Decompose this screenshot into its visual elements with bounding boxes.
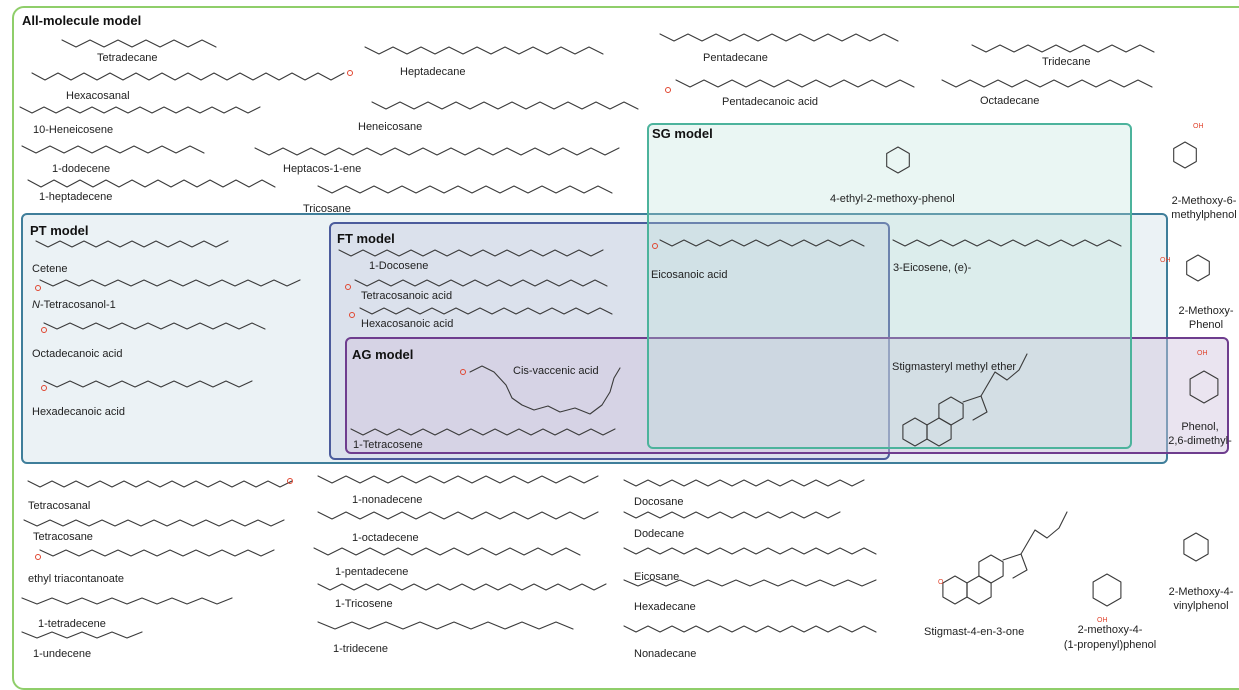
label-1-pentadecene: 1-pentadecene xyxy=(335,566,409,578)
label-tetracosanoic-acid: Tetracosanoic acid xyxy=(361,290,453,302)
label-hexadecanoic-acid: Hexadecanoic acid xyxy=(32,406,125,418)
label-1-heptadecene: 1-heptadecene xyxy=(39,191,113,203)
label-eicosanoic-acid: Eicosanoic acid xyxy=(651,269,728,281)
label-tetracosanol-rest: -Tetracosanol-1 xyxy=(39,299,116,311)
label-heptadecane: Heptadecane xyxy=(400,66,466,78)
ft-model-title: FT model xyxy=(337,231,395,246)
label-pentadecane: Pentadecane xyxy=(703,52,768,64)
label-stigmast-4-en-3-one: Stigmast-4-en-3-one xyxy=(924,626,1025,638)
ag-model-title: AG model xyxy=(352,347,414,362)
label-n-tetracosanol-1: N-Tetracosanol-1 xyxy=(32,299,116,312)
label-2-methoxy-4-vinylphenol-line1: 2-Methoxy-4- xyxy=(1168,586,1234,598)
label-2-methoxy-6-methylphenol-line2: methylphenol xyxy=(1171,209,1237,221)
label-tetracosane: Tetracosane xyxy=(33,531,93,543)
label-1-octadecene: 1-octadecene xyxy=(352,532,419,544)
label-docosane: Docosane xyxy=(634,496,684,508)
sg-model-title: SG model xyxy=(652,126,713,141)
label-cetene: Cetene xyxy=(32,263,68,275)
label-heptacosene: Heptacos-1-ene xyxy=(283,163,362,175)
label-ethyl-triacontanoate: ethyl triacontanoate xyxy=(28,573,125,585)
label-2-6-dimethylphenol-line1: Phenol, xyxy=(1181,421,1219,433)
label-1-tridecene: 1-tridecene xyxy=(333,643,389,655)
label-tricosane: Tricosane xyxy=(303,203,351,215)
label-stigmasteryl-methyl-ether: Stigmasteryl methyl ether xyxy=(892,361,1017,373)
pt-model-title: PT model xyxy=(30,223,89,238)
label-hexacosanal: Hexacosanal xyxy=(66,90,130,102)
label-2-methoxy-4-vinylphenol-line2: vinylphenol xyxy=(1173,600,1229,612)
label-2-6-dimethylphenol-line2: 2,6-dimethyl- xyxy=(1168,435,1232,447)
all-model-title: All-molecule model xyxy=(22,13,142,28)
label-1-tetradecene: 1-tetradecene xyxy=(38,618,106,630)
label-2-methoxy-6-methylphenol-line1: 2-Methoxy-6- xyxy=(1171,195,1237,207)
label-2-methoxy-phenol-line2: Phenol xyxy=(1188,319,1224,331)
label-n-italic: N xyxy=(32,299,40,311)
label-1-dodecene: 1-dodecene xyxy=(52,163,111,175)
label-cis-vaccenic-acid: Cis-vaccenic acid xyxy=(513,365,599,377)
label-4-ethyl-2-methoxy-phenol: 4-ethyl-2-methoxy-phenol xyxy=(830,193,955,205)
label-dodecane: Dodecane xyxy=(634,528,685,540)
label-1-tricosene: 1-Tricosene xyxy=(335,598,393,610)
label-methoxy-propenyl-phenol-line1: 2-methoxy-4- xyxy=(1077,624,1143,636)
label-octadecanoic-acid: Octadecanoic acid xyxy=(32,348,123,360)
label-tetradecane: Tetradecane xyxy=(97,52,158,64)
label-10-heneicosene: 10-Heneicosene xyxy=(33,124,114,136)
ft-model-box xyxy=(329,222,890,460)
label-eicosane: Eicosane xyxy=(634,571,680,583)
label-2-methoxy-phenol-line1: 2-Methoxy- xyxy=(1178,305,1234,317)
label-3-eicosene: 3-Eicosene, (e)- xyxy=(893,262,972,274)
label-tetracosanal: Tetracosanal xyxy=(28,500,91,512)
label-heneicosane: Heneicosane xyxy=(358,121,423,133)
label-tridecane: Tridecane xyxy=(1042,56,1091,68)
label-octadecane: Octadecane xyxy=(980,95,1040,107)
sg-model-box xyxy=(647,123,1132,449)
label-1-undecene: 1-undecene xyxy=(33,648,92,660)
label-methoxy-propenyl-phenol-line2: (1-propenyl)phenol xyxy=(1063,639,1157,651)
label-1-docosene: 1-Docosene xyxy=(369,260,429,272)
label-hexadecane: Hexadecane xyxy=(634,601,696,613)
label-1-nonadecene: 1-nonadecene xyxy=(352,494,423,506)
label-nonadecane: Nonadecane xyxy=(634,648,697,660)
label-1-tetracosene: 1-Tetracosene xyxy=(353,439,423,451)
label-hexacosanoic-acid: Hexacosanoic acid xyxy=(361,318,454,330)
label-pentadecanoic-acid: Pentadecanoic acid xyxy=(722,96,819,108)
